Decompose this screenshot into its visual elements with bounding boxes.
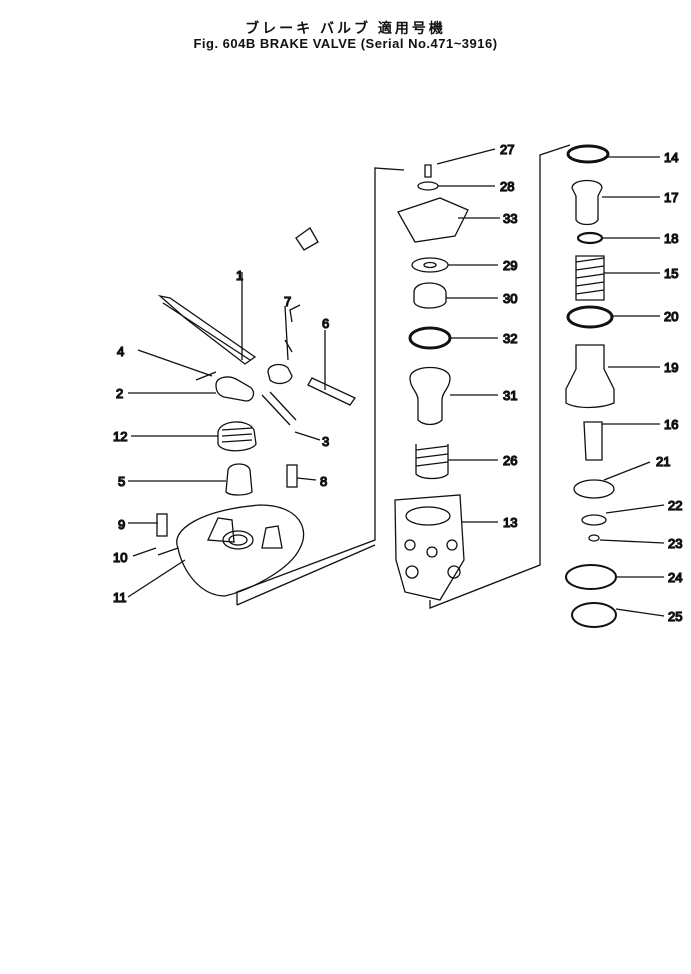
callout-26: 26: [503, 453, 517, 468]
callout-7: 7: [284, 294, 291, 309]
callout-2: 2: [116, 386, 123, 401]
callout-9: 9: [118, 517, 125, 532]
callout-12: 12: [113, 429, 127, 444]
callout-16: 16: [664, 417, 678, 432]
callout-6: 6: [322, 316, 329, 331]
callout-29: 29: [503, 258, 517, 273]
callout-32: 32: [503, 331, 517, 346]
callout-13: 13: [503, 515, 517, 530]
valve-stack: [394, 164, 469, 601]
callout-24: 24: [668, 570, 682, 585]
callout-25: 25: [668, 609, 682, 624]
callout-11: 11: [113, 590, 127, 605]
title-japanese: ブレーキ バルブ 適用号機: [245, 20, 446, 36]
callout-5: 5: [118, 474, 125, 489]
callout-21: 21: [656, 454, 670, 469]
callout-4: 4: [117, 344, 124, 359]
callout-23: 23: [668, 536, 682, 551]
callout-31: 31: [503, 388, 517, 403]
piston-stack: [565, 144, 617, 628]
callout-17: 17: [664, 190, 678, 205]
mounting-plate: [156, 464, 305, 597]
callout-33: 33: [503, 211, 517, 226]
group-brackets: [157, 144, 571, 609]
callout-27: 27: [500, 142, 514, 157]
pin-rod: [307, 377, 356, 406]
figure-title: Fig. 604B BRAKE VALVE (Serial No.471~391…: [193, 36, 498, 51]
pedal-assembly: [157, 227, 356, 426]
callout-22: 22: [668, 498, 682, 513]
callout-15: 15: [664, 266, 678, 281]
callout-14: 14: [664, 150, 678, 165]
callout-28: 28: [500, 179, 514, 194]
callout-20: 20: [664, 309, 678, 324]
leader-lines: [127, 148, 665, 617]
tag-icon: [295, 227, 319, 251]
callout-1: 1: [236, 268, 243, 283]
bushing-part: [215, 376, 255, 402]
boot-and-cap: [217, 421, 257, 496]
callout-19: 19: [664, 360, 678, 375]
callout-30: 30: [503, 291, 517, 306]
callout-8: 8: [320, 474, 327, 489]
callout-18: 18: [664, 231, 678, 246]
callout-3: 3: [322, 434, 329, 449]
cotter-pin: [195, 371, 217, 381]
callout-10: 10: [113, 550, 127, 565]
